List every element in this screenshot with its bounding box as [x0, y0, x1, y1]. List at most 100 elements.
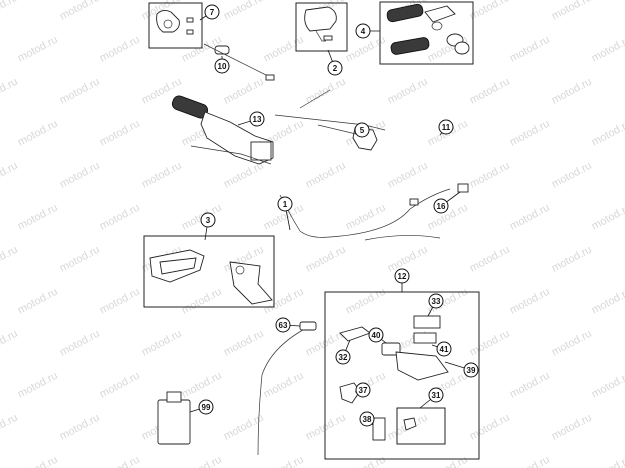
callout-label: 1: [283, 200, 288, 209]
lever-pivot: [235, 265, 245, 275]
watermark-text: motod.ru: [468, 244, 512, 275]
callout-label: 40: [372, 331, 381, 340]
callout-5: 5: [354, 122, 370, 138]
callout-label: 39: [467, 366, 476, 375]
callout-circle: [428, 293, 444, 309]
small-parts-10: [203, 43, 275, 81]
callout-32: 32: [335, 339, 351, 365]
callout-63: 63: [275, 317, 301, 333]
throttle-grip: [386, 3, 424, 23]
callout-39: 39: [444, 361, 479, 378]
callout-label: 33: [432, 297, 441, 306]
callout-label: 38: [363, 415, 372, 424]
callout-circle: [204, 4, 220, 20]
callout-circle: [355, 23, 371, 39]
reservoir-diaphragm: [413, 332, 437, 344]
callout-3: 3: [200, 212, 216, 241]
callout-label: 32: [339, 353, 348, 362]
watermark-text: motod.ru: [468, 76, 512, 107]
callout-circle: [277, 196, 293, 212]
main-cable-routing: [279, 188, 451, 238]
switch-housing: [156, 9, 180, 33]
bushing: [214, 45, 230, 55]
watermark-text: motod.ru: [16, 202, 60, 233]
part-5-axis: [317, 124, 357, 135]
watermark-text: motod.ru: [16, 370, 60, 401]
detail-box-3: [143, 235, 275, 308]
callout-circle: [214, 58, 230, 74]
callout-circle: [359, 411, 375, 427]
callout-label: 2: [333, 64, 338, 73]
watermark-text: motod.ru: [468, 160, 512, 191]
watermark-text: motod.ru: [344, 34, 388, 65]
watermark-text: motod.ru: [0, 412, 20, 443]
seal-kit-31: [403, 417, 417, 431]
callout-circle: [335, 349, 351, 365]
watermark-text: motod.ru: [344, 454, 388, 468]
callout-label: 99: [202, 403, 211, 412]
detail-box-2: [295, 2, 348, 52]
callout-circle: [394, 268, 410, 284]
handlebar-left-group: [171, 89, 386, 165]
watermark-text: motod.ru: [262, 370, 306, 401]
watermark-text: motod.ru: [468, 412, 512, 443]
screw-b: [186, 29, 194, 35]
callout-label: 13: [253, 115, 262, 124]
assembly-axis-a: [203, 43, 273, 79]
watermark-text: motod.ru: [344, 286, 388, 317]
callout-circle: [436, 341, 452, 357]
screw-a: [186, 17, 194, 23]
watermark-text: motod.ru: [58, 160, 102, 191]
watermark-text: motod.ru: [98, 202, 142, 233]
clutch-hose: [257, 324, 313, 456]
callout-circle: [428, 387, 444, 403]
clutch-lever-blade: [190, 145, 272, 165]
callout-circle: [354, 122, 370, 138]
brake-lever-blade: [159, 257, 197, 275]
callout-label: 5: [360, 126, 365, 135]
callout-38: 38: [359, 411, 375, 427]
watermark-text: motod.ru: [590, 202, 625, 233]
grip-set-group: [379, 1, 474, 65]
callout-label: 63: [279, 321, 288, 330]
watermark-text: motod.ru: [16, 286, 60, 317]
watermark-text: motod.ru: [386, 76, 430, 107]
watermark-text: motod.ru: [304, 244, 348, 275]
callout-12: 12: [394, 268, 410, 292]
callout-1: 1: [277, 196, 293, 231]
oil-bottle: [157, 399, 191, 445]
callout-circle: [275, 317, 291, 333]
watermark-text: motod.ru: [508, 34, 552, 65]
callout-label: 41: [440, 345, 449, 354]
watermark-text: motod.ru: [550, 412, 594, 443]
callout-label: 11: [442, 123, 451, 132]
watermark-text: motod.ru: [550, 0, 594, 23]
watermark-text: motod.ru: [508, 202, 552, 233]
fluid-bottle-38: [372, 417, 386, 441]
callout-circle: [198, 399, 214, 415]
master-cylinder-body: [381, 342, 401, 356]
watermark-text: motod.ru: [550, 328, 594, 359]
watermark-text: motod.ru: [304, 160, 348, 191]
detail-box-4: [379, 1, 474, 65]
watermark-text: motod.ru: [262, 454, 306, 468]
callout-13: 13: [237, 111, 265, 127]
watermark-text: motod.ru: [58, 328, 102, 359]
watermark-text: motod.ru: [508, 454, 552, 468]
reservoir-cap: [413, 315, 441, 329]
watermark-text: motod.ru: [508, 286, 552, 317]
watermark-text: motod.ru: [468, 0, 512, 23]
watermark-text: motod.ru: [58, 244, 102, 275]
assembly-axis-c: [299, 89, 331, 109]
secondary-cable: [364, 235, 441, 241]
grip-ring-b: [454, 41, 470, 55]
watermark-text: motod.ru: [0, 160, 20, 191]
watermark-text: motod.ru: [550, 160, 594, 191]
watermark-text: motod.ru: [344, 202, 388, 233]
watermark-text: motod.ru: [0, 76, 20, 107]
callout-circle: [433, 198, 449, 214]
watermark-text: motod.ru: [386, 160, 430, 191]
watermark-text: motod.ru: [262, 34, 306, 65]
